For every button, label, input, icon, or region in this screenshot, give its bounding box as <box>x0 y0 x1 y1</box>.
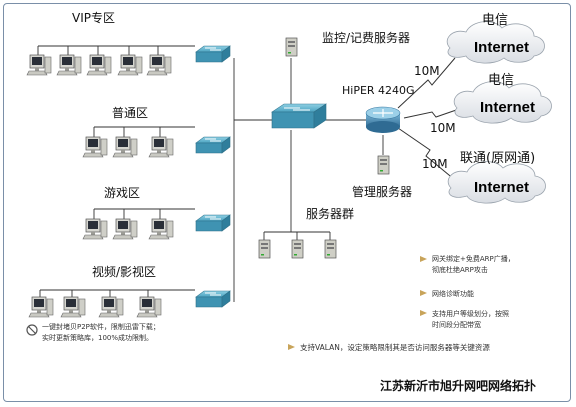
vip-pc <box>146 54 172 76</box>
feature-4: 支持VALAN，设定策略限制其是否访问服务器等关键资源 <box>300 342 490 352</box>
bandwidth-label-3: 10M <box>422 157 448 171</box>
video-switch <box>195 290 231 308</box>
group-server-3 <box>324 239 337 259</box>
p2p-note-line1: 一键封堵贝P2P软件，限制迅雷下载； <box>42 322 160 331</box>
monitor-server-label: 监控/记费服务器 <box>322 30 410 45</box>
router-model-label: HiPER 4240G <box>342 84 415 97</box>
diagram-border <box>3 3 571 402</box>
group-server-2 <box>291 239 304 259</box>
internet-cloud-1 <box>446 21 545 64</box>
game-pc <box>148 218 174 240</box>
vip-switch <box>195 45 231 63</box>
vip-pc <box>86 54 112 76</box>
connection-lines <box>37 45 384 302</box>
vip-pc <box>56 54 82 76</box>
bullet-icon <box>420 256 427 262</box>
game-switch <box>195 214 231 232</box>
p2p-note-line2: 实时更新策略库，100%成功限制。 <box>42 333 153 342</box>
diagram-title: 江苏新沂市旭升网吧网络拓扑 <box>380 378 536 393</box>
isp-label-3: 联通(原网通) <box>460 151 535 166</box>
bullet-icons <box>288 256 427 350</box>
isp-label-1: 电信 <box>482 13 508 28</box>
core-switch <box>271 103 327 129</box>
server-group-label: 服务器群 <box>306 206 354 221</box>
isp-label-2: 电信 <box>488 73 514 88</box>
feature-1-line1: 网关绑定+免费ARP广播， <box>432 254 515 263</box>
game-pc <box>82 218 108 240</box>
vip-pc <box>117 54 143 76</box>
bullet-icon <box>420 310 427 316</box>
internet-label-3: Internet <box>474 179 529 196</box>
feature-1-line2: 彻底杜绝ARP攻击 <box>432 265 488 274</box>
internet-cloud-3 <box>447 161 546 204</box>
normal-pc <box>82 136 108 158</box>
feature-3-line2: 时间段分配带宽 <box>432 320 481 329</box>
zone-label-game: 游戏区 <box>104 186 140 200</box>
bullet-icon <box>288 344 295 350</box>
normal-switch <box>195 136 231 154</box>
manage-server-label: 管理服务器 <box>352 184 412 199</box>
game-pc <box>112 218 138 240</box>
zone-label-video: 视频/影视区 <box>92 264 156 279</box>
internet-cloud-2 <box>453 81 552 124</box>
vip-pc <box>26 54 52 76</box>
zone-label-vip: VIP专区 <box>72 10 115 25</box>
video-pc <box>98 296 124 318</box>
video-pc <box>28 296 54 318</box>
normal-pc <box>112 136 138 158</box>
manage-server <box>377 155 390 175</box>
normal-pc <box>148 136 174 158</box>
group-server-1 <box>258 239 271 259</box>
zone-label-normal: 普通区 <box>112 106 148 120</box>
bullet-icon <box>420 290 427 296</box>
internet-label-1: Internet <box>474 39 529 56</box>
router <box>365 106 401 133</box>
internet-label-2: Internet <box>480 99 535 116</box>
bandwidth-label-2: 10M <box>430 121 456 135</box>
video-pc <box>60 296 86 318</box>
monitor-server <box>285 37 298 57</box>
feature-2: 网络诊断功能 <box>432 289 474 298</box>
feature-3-line1: 支持用户等级划分，按照 <box>432 309 509 318</box>
bandwidth-label-1: 10M <box>414 64 440 78</box>
video-pc <box>136 296 162 318</box>
wan-links <box>397 57 463 181</box>
block-icon <box>26 324 38 336</box>
